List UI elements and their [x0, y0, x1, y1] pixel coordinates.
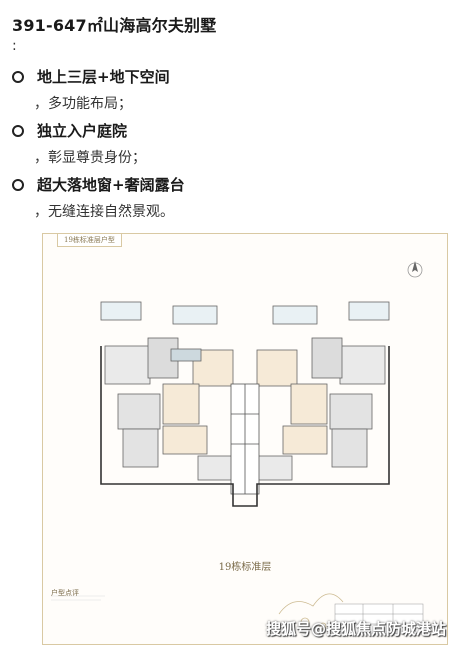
feature-item-3: 超大落地窗+奢阔露台	[12, 174, 185, 195]
floorplan-caption: 19栋标准层	[218, 562, 272, 573]
circle-bullet-icon	[12, 124, 24, 137]
watermark: 搜狐号@搜狐焦点防城港站	[266, 620, 447, 638]
floorplan-drawing	[51, 261, 424, 635]
north-arrow-icon	[407, 261, 423, 278]
feature-item-2: 独立入户庭院	[12, 120, 127, 141]
feature-title: 超大落地窗+奢阔露台	[37, 176, 185, 194]
feature-item-1: 地上三层+地下空间	[12, 66, 170, 87]
circle-bullet-icon	[12, 178, 24, 191]
circle-bullet-icon	[12, 70, 24, 83]
floorplan-left-unit	[100, 301, 239, 481]
feature-desc: ，彰显尊贵身份；	[34, 150, 146, 166]
page-title: 391-647㎡山海高尔夫别墅	[12, 16, 217, 35]
feature-title: 地上三层+地下空间	[37, 68, 170, 86]
area-table	[334, 603, 424, 635]
floorplan-legend-title: 户型点评	[51, 589, 79, 597]
feature-desc: ，无缝连接自然景观。	[34, 204, 174, 220]
floorplan-image: 19栋标准层户型 19栋标准层 户型点评	[42, 233, 448, 645]
decorative-illustration	[278, 593, 344, 630]
floorplan-core	[230, 383, 260, 495]
feature-title: 独立入户庭院	[37, 122, 128, 140]
feature-desc: ，多功能布局；	[34, 96, 132, 112]
floorplan-tag: 19栋标准层户型	[57, 234, 122, 247]
separator: :	[12, 38, 17, 54]
floorplan-right-unit	[251, 301, 390, 481]
